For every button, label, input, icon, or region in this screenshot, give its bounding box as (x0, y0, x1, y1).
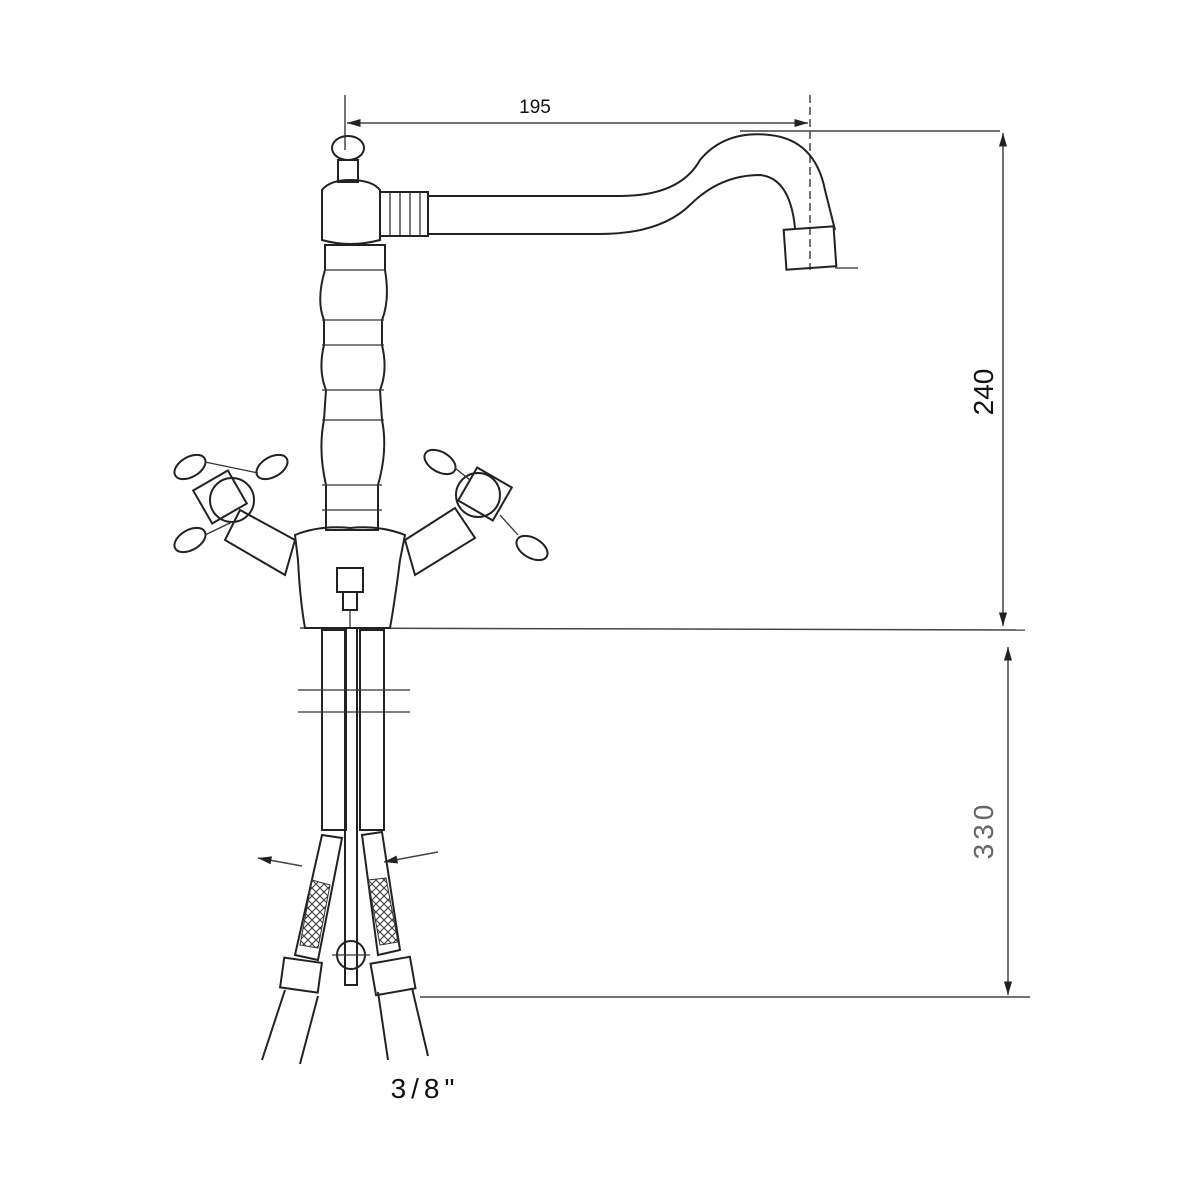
below-deck-label: 330 (968, 801, 999, 860)
dimension-below-deck: 330 (420, 647, 1030, 998)
faucet-body (173, 133, 858, 629)
supply-hoses (261, 627, 429, 1065)
connection-size-label: 3/8" (391, 1073, 460, 1104)
dimension-spout-reach: 195 (344, 95, 811, 270)
spout-reach-label: 195 (519, 97, 551, 118)
height-label: 240 (968, 369, 999, 416)
dimension-connection: 3/8" (257, 851, 460, 1104)
dimension-height: 240 (299, 130, 1026, 631)
